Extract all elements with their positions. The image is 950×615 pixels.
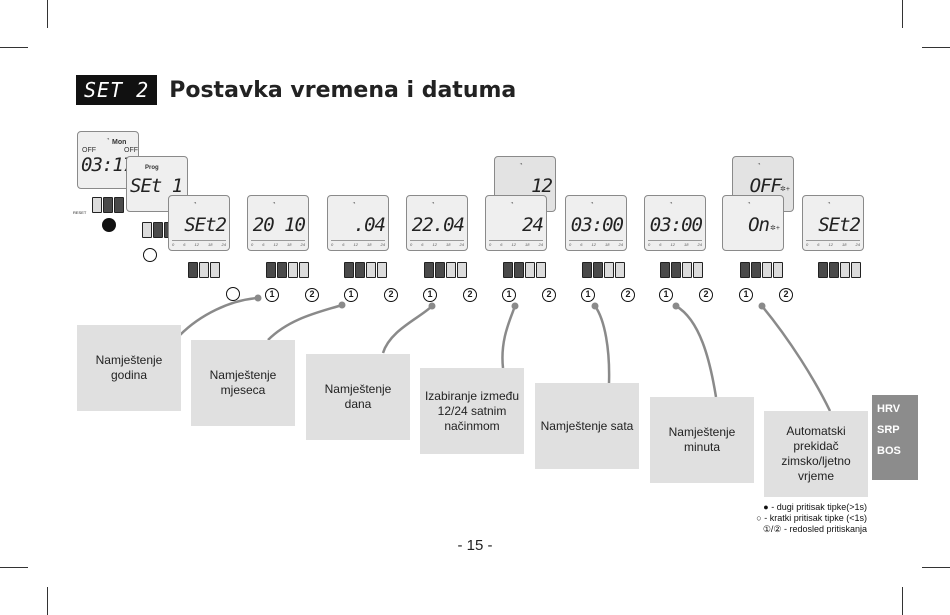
step-one-mark: 1: [423, 288, 437, 302]
long-press-indicator: [102, 218, 116, 232]
set-badge: SET 2: [76, 75, 158, 105]
lcd-display-dst-on: ◔ On ✲+: [722, 195, 784, 251]
button-panel: [503, 262, 546, 278]
crop-mark: [47, 587, 48, 615]
clock-icon: ◔: [352, 201, 356, 207]
button-panel: [818, 262, 861, 278]
clock-icon: ◔: [272, 201, 276, 207]
step-one-mark: 1: [502, 288, 516, 302]
lcd-value: 22.04: [411, 214, 465, 236]
clock-icon: ◔: [669, 201, 673, 207]
crop-mark: [922, 567, 950, 568]
lcd-value: 12: [531, 175, 553, 197]
step-one-mark: 1: [581, 288, 595, 302]
language-srp: SRP: [877, 424, 900, 436]
crop-mark: [902, 587, 903, 615]
lcd-value: SEt 1: [130, 175, 183, 197]
short-press-indicator: [143, 248, 157, 262]
step-one-mark: 1: [265, 288, 279, 302]
step-two-mark: 2: [305, 288, 319, 302]
legend: ● - dugi pritisak tipke(>1s) ○ - kratki …: [756, 502, 867, 535]
language-bos: BOS: [877, 445, 901, 457]
crop-mark: [0, 567, 28, 568]
label-minute: Namještenje minuta: [650, 397, 754, 483]
step-two-mark: 2: [463, 288, 477, 302]
legend-order: ①/② - redosled pritiskanja: [762, 524, 867, 534]
button-panel: [424, 262, 467, 278]
page-number: - 15 -: [457, 537, 493, 554]
prog-label: Prog: [145, 165, 159, 171]
sun-icon: ✲+: [770, 225, 780, 232]
lcd-value: SEt2: [818, 214, 861, 236]
crop-mark: [47, 0, 48, 28]
button-panel: [344, 262, 387, 278]
label-dst: Automatski prekidač zimsko/ljetno vrjeme: [764, 411, 868, 497]
legend-long-press: ● - dugi pritisak tipke(>1s): [763, 502, 867, 512]
button-panel: [266, 262, 309, 278]
button-panel: [740, 262, 783, 278]
step-two-mark: 2: [542, 288, 556, 302]
crop-mark: [922, 47, 950, 48]
lcd-value: .04: [353, 214, 386, 236]
lcd-value: 24: [522, 214, 544, 236]
language-hrv: HRV: [877, 403, 901, 415]
lcd-value: On: [748, 214, 770, 236]
reset-label: RESET: [73, 210, 87, 215]
step-two-mark: 2: [621, 288, 635, 302]
button-panel: [92, 197, 124, 213]
lcd-value: OFF: [749, 175, 782, 197]
sun-icon: ✲+: [780, 186, 790, 193]
clock-icon: ◔: [757, 162, 761, 168]
label-12-24: Izabiranje između 12/24 satnim načinmom: [420, 368, 524, 454]
short-press-indicator: [226, 287, 240, 301]
lcd-value: 03:00: [570, 214, 624, 236]
legend-short-press: ○ - kratki pritisak tipke (<1s): [756, 513, 867, 523]
step-two-mark: 2: [779, 288, 793, 302]
clock-icon: ◔: [519, 162, 523, 168]
label-month: Namještenje mjeseca: [191, 340, 295, 426]
lcd-value: SEt2: [184, 214, 227, 236]
label-hour: Namještenje sata: [535, 383, 639, 469]
crop-mark: [0, 47, 28, 48]
button-panel: [660, 262, 703, 278]
lcd-value: 03:17: [81, 154, 134, 176]
clock-icon: ◔: [193, 201, 197, 207]
off-label: OFF: [124, 147, 138, 154]
lcd-display-set1: Prog SEt 1: [126, 156, 188, 212]
lcd-value: 03:00: [649, 214, 703, 236]
clock-icon: ◔: [510, 201, 514, 207]
section-header: SET 2 Postavka vremena i datuma: [76, 75, 516, 105]
lcd-value: 20 10: [252, 214, 306, 236]
step-one-mark: 1: [659, 288, 673, 302]
language-tab: HRV SRP BOS: [872, 395, 918, 480]
crop-mark: [902, 0, 903, 28]
step-two-mark: 2: [699, 288, 713, 302]
step-one-mark: 1: [344, 288, 358, 302]
button-panel: [188, 262, 220, 278]
clock-icon: ◔: [747, 201, 751, 207]
step-two-mark: 2: [384, 288, 398, 302]
page-title: Postavka vremena i datuma: [169, 77, 517, 103]
off-label: OFF: [82, 147, 96, 154]
clock-icon: ◔: [827, 201, 831, 207]
button-panel: [582, 262, 625, 278]
clock-icon: ◔: [431, 201, 435, 207]
day-label: Mon: [112, 139, 127, 146]
label-day: Namještenje dana: [306, 354, 410, 440]
clock-icon: ◔: [106, 137, 110, 143]
step-one-mark: 1: [739, 288, 753, 302]
clock-icon: ◔: [590, 201, 594, 207]
label-year: Namještenje godina: [77, 325, 181, 411]
